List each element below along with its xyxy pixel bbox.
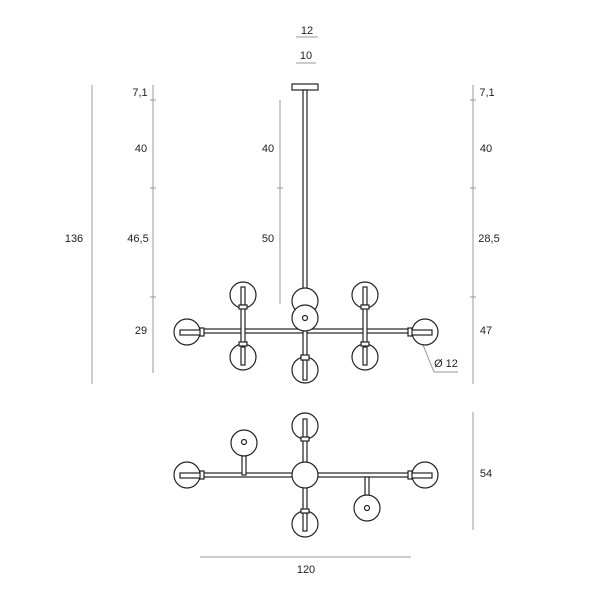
plan-view [173,412,439,538]
label-left-canopy-height: 7,1 [132,87,148,99]
label-center-lower: 50 [261,233,275,245]
label-globe-diameter: Ø 12 [434,358,458,370]
label-canopy-inner: 10 [299,50,313,62]
label-plan-width: 120 [296,564,316,576]
elevation-view [173,83,439,384]
globes [173,281,439,384]
label-right-body: 47 [479,325,493,337]
label-center-upper: 40 [261,143,275,155]
canopy [291,83,319,91]
label-left-body: 29 [134,325,148,337]
globe-diameter-leader [422,344,458,373]
label-left-rod-upper: 40 [134,143,148,155]
label-plan-depth: 54 [479,468,493,480]
label-right-canopy-height: 7,1 [479,87,495,99]
label-canopy-outer: 12 [300,25,314,37]
dimension-lines [91,36,476,558]
label-right-rod-upper: 40 [479,143,493,155]
plan-center-hub [291,461,319,489]
label-left-rod-lower: 46,5 [127,233,149,245]
label-right-rod-lower: 28,5 [478,233,500,245]
label-total-height: 136 [64,233,84,245]
suspension-rod [302,89,308,303]
